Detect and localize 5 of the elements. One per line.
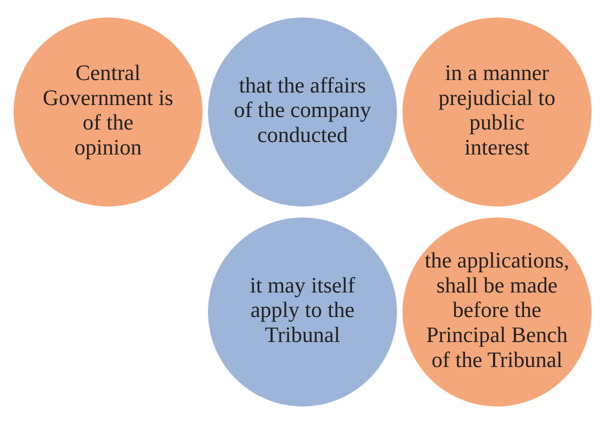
node-circle: in a manner prejudicial to public interest	[402, 17, 592, 206]
node-circle: Central Government is of the opinion	[14, 17, 202, 206]
node-circle: the applications, shall be made before the Principal Bench of the Tribunal	[402, 217, 592, 406]
node-circle: it may itself apply to the Tribunal	[208, 217, 397, 406]
node-circle: that the affairs of the company conducted	[208, 17, 397, 206]
